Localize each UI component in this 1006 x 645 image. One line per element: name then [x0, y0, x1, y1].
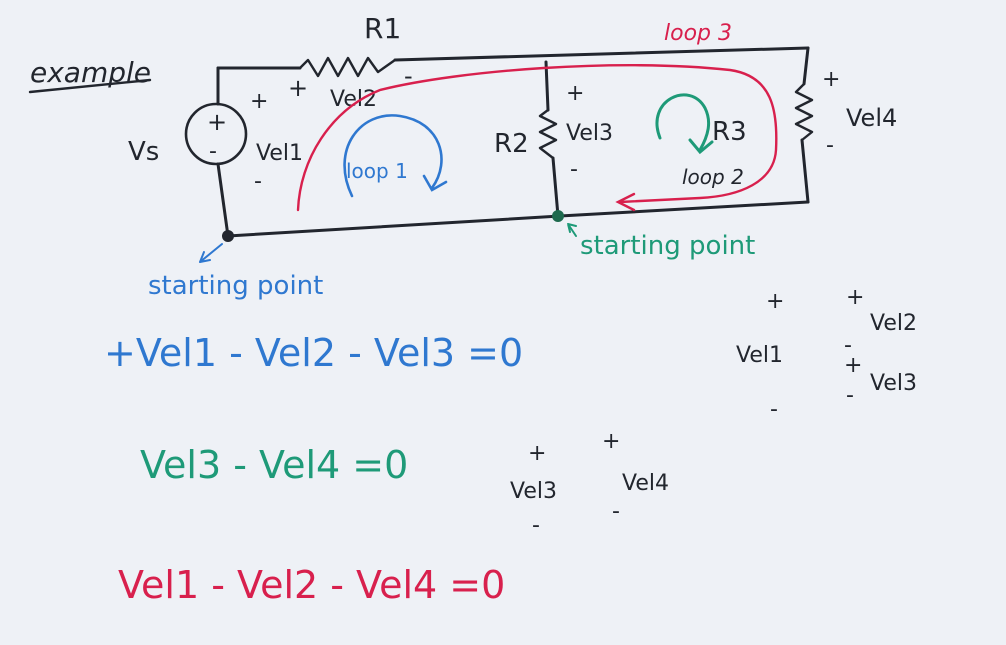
start-pointer-left — [199, 243, 223, 263]
note1-plus-mid: + — [844, 353, 862, 378]
vel2-label: Vel2 — [330, 87, 377, 112]
loop3-arrow — [296, 64, 778, 212]
vel1-label: Vel1 — [256, 141, 303, 166]
vel1-plus: + — [250, 89, 268, 114]
wire-left-lower — [216, 162, 230, 238]
r2-label: R2 — [494, 129, 529, 159]
r3-resistor — [794, 82, 814, 142]
note1-plus-left: + — [766, 289, 784, 314]
source-minus-sign: - — [209, 139, 217, 164]
vel3-plus: + — [566, 81, 584, 106]
loop1-arrow — [343, 114, 443, 198]
note1-vel2: Vel2 — [870, 311, 917, 336]
vel2-plus: + — [288, 74, 308, 102]
note1-vel3: Vel3 — [870, 371, 917, 396]
note2-plus-left: + — [528, 441, 546, 466]
side-note-2: + + Vel3 Vel4 - - — [510, 429, 669, 538]
start-node-left — [222, 230, 234, 242]
note1-plus-right: + — [846, 285, 864, 310]
example-heading: example — [30, 56, 151, 89]
wire-r3-top — [802, 46, 810, 86]
equation-1: +Vel1 - Vel2 - Vel3 =0 — [104, 331, 523, 375]
loop3-label: loop 3 — [664, 21, 732, 46]
note2-minus-left: - — [532, 513, 540, 538]
wire-r2-bottom — [551, 156, 560, 218]
vel4-plus: + — [822, 67, 840, 92]
loop2-arrowhead — [688, 138, 714, 155]
start-label-left: starting point — [148, 271, 323, 301]
equation-2: Vel3 - Vel4 =0 — [140, 443, 408, 487]
start-label-right: starting point — [580, 231, 755, 261]
note1-minus-right: - — [846, 383, 854, 408]
r3-label: R3 — [712, 117, 747, 147]
wire-top-right — [393, 46, 810, 62]
loop1-arrowhead — [422, 174, 448, 192]
loop2-arrow — [655, 93, 711, 152]
note1-vel1: Vel1 — [736, 343, 783, 368]
note2-vel4: Vel4 — [622, 471, 669, 496]
r1-resistor — [298, 56, 397, 78]
wire-r3-bottom — [800, 138, 810, 204]
equation-3: Vel1 - Vel2 - Vel4 =0 — [118, 563, 505, 607]
vel4-minus: - — [826, 133, 834, 158]
wire-r2-top — [544, 60, 550, 112]
note2-plus-right: + — [602, 429, 620, 454]
vel1-minus: - — [254, 169, 262, 194]
vel3-minus: - — [570, 157, 578, 182]
note2-vel3: Vel3 — [510, 479, 557, 504]
start-pointer-right — [567, 223, 577, 237]
vs-label: Vs — [128, 137, 159, 167]
vel2-minus: - — [404, 62, 413, 90]
source-plus-sign: + — [207, 108, 227, 136]
r1-label: R1 — [364, 12, 401, 45]
vel4-label: Vel4 — [846, 104, 897, 132]
note2-minus-right: - — [612, 499, 620, 524]
side-note-1: + + Vel2 - Vel1 + Vel3 - - — [736, 285, 917, 422]
loop1-label: loop 1 — [346, 159, 408, 183]
vel3-label: Vel3 — [566, 121, 613, 146]
r2-resistor — [538, 108, 558, 160]
start-node-right — [552, 210, 564, 222]
note1-minus-mid: - — [844, 333, 852, 358]
loop2-label: loop 2 — [682, 165, 744, 189]
note1-minus-left: - — [770, 397, 778, 422]
loop3-arrowhead — [615, 192, 636, 212]
voltage-source — [184, 102, 248, 166]
heading-underline — [28, 78, 152, 94]
